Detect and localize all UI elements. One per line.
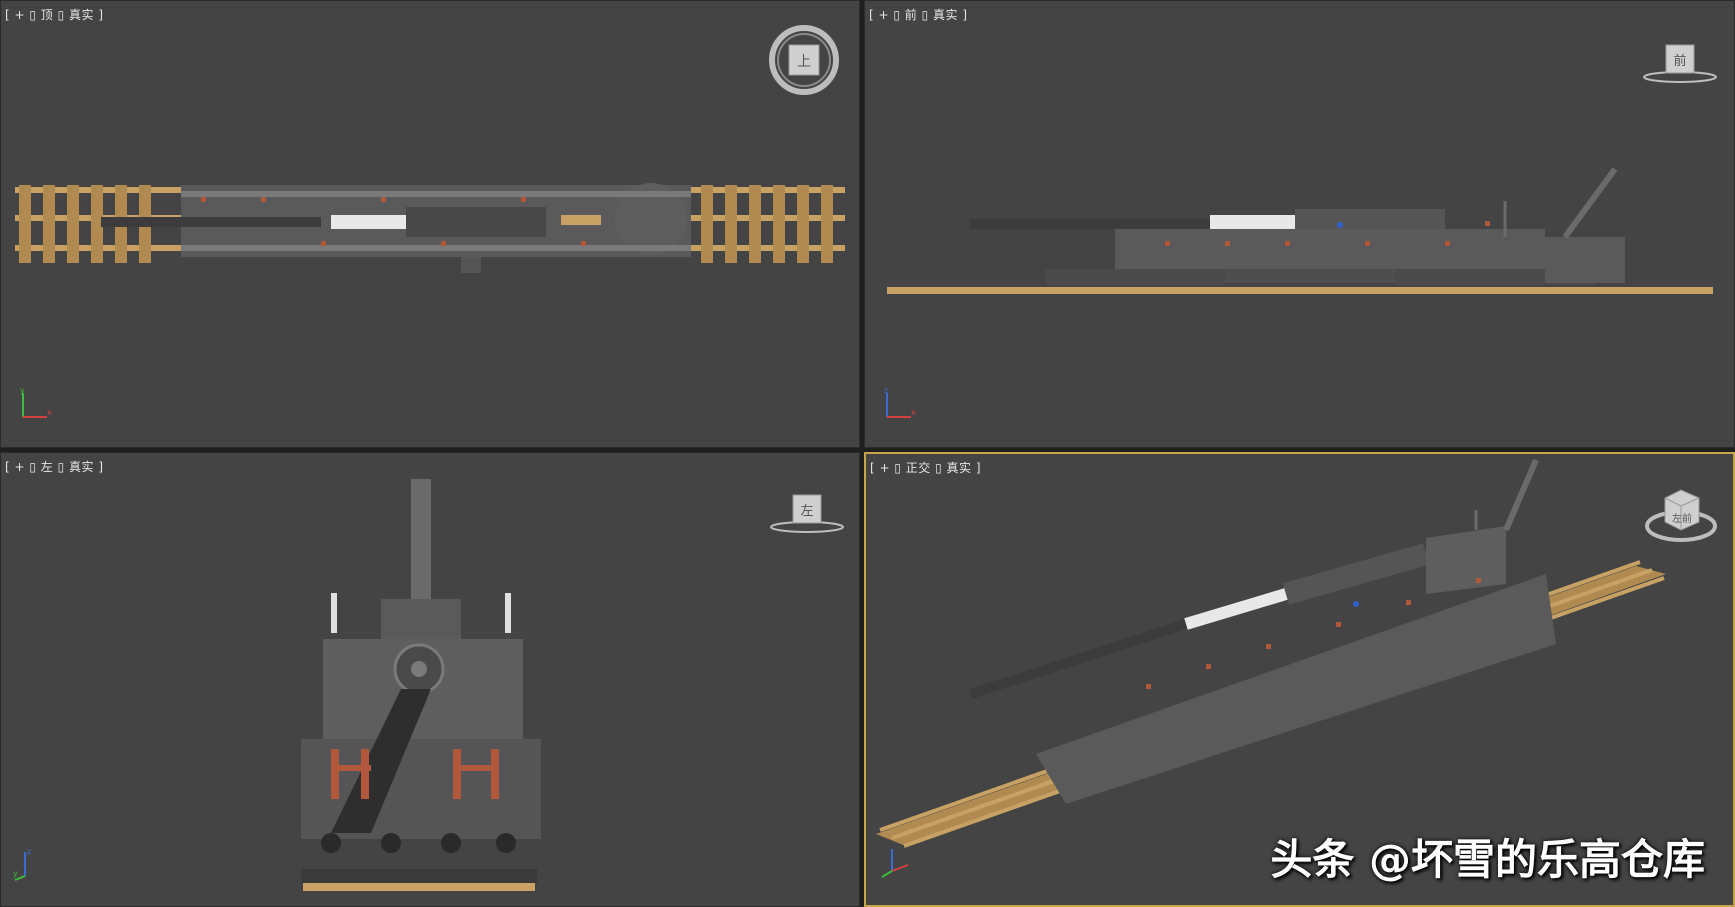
viewport-top[interactable]: [ + ▯ 顶 ▯ 真实 ] 上 y x <box>0 0 860 448</box>
viewport-label-ortho[interactable]: [ + ▯ 正交 ▯ 真实 ] <box>870 461 982 475</box>
axis-tripod-top: y x <box>20 387 52 418</box>
svg-text:y: y <box>13 869 18 878</box>
top-view-scene <box>15 183 845 273</box>
gun-ortho <box>969 458 1556 824</box>
ortho-view-scene <box>876 458 1666 848</box>
gun-left <box>291 479 547 891</box>
svg-text:z: z <box>884 387 888 395</box>
axis-tripod-left: z y <box>13 847 31 881</box>
axis-tripod-front: z x <box>884 387 916 418</box>
viewport-front[interactable]: [ + ▯ 前 ▯ 真实 ] 前 z x <box>864 0 1735 448</box>
viewport-label-top[interactable]: [ + ▯ 顶 ▯ 真实 ] <box>5 8 104 22</box>
viewport-label-left[interactable]: [ + ▯ 左 ▯ 真实 ] <box>5 460 104 474</box>
axis-tripod-ortho <box>881 849 909 878</box>
viewcube-top[interactable]: 上 <box>769 23 839 97</box>
viewcube-face-left: 左 <box>800 504 813 519</box>
viewport-left[interactable]: [ + ▯ 左 ▯ 真实 ] 左 z y <box>0 452 860 907</box>
viewport-label-front[interactable]: [ + ▯ 前 ▯ 真实 ] <box>869 8 968 22</box>
viewcube-face-front: 前 <box>1673 53 1686 69</box>
watermark-text: 头条 @坏雪的乐高仓库 <box>1270 835 1705 884</box>
viewcube-left[interactable]: 左 <box>767 489 847 535</box>
svg-text:z: z <box>27 847 31 856</box>
viewport-orthographic[interactable]: [ + ▯ 正交 ▯ 真实 ] 左前 头条 @坏雪的乐高仓库 <box>864 452 1735 907</box>
svg-text:x: x <box>911 408 916 417</box>
viewcube-front[interactable]: 前 <box>1640 39 1720 85</box>
gun-top <box>101 183 691 273</box>
gun-front <box>970 167 1625 285</box>
svg-text:y: y <box>20 387 25 395</box>
viewcube-face-top: 上 <box>797 54 811 70</box>
track-front <box>887 287 1713 294</box>
svg-text:x: x <box>47 408 52 417</box>
viewcube-face-ortho: 左前 <box>1672 512 1692 525</box>
viewcube-ortho[interactable]: 左前 <box>1641 482 1721 546</box>
left-view-scene <box>291 479 547 891</box>
front-view-scene <box>887 167 1713 294</box>
